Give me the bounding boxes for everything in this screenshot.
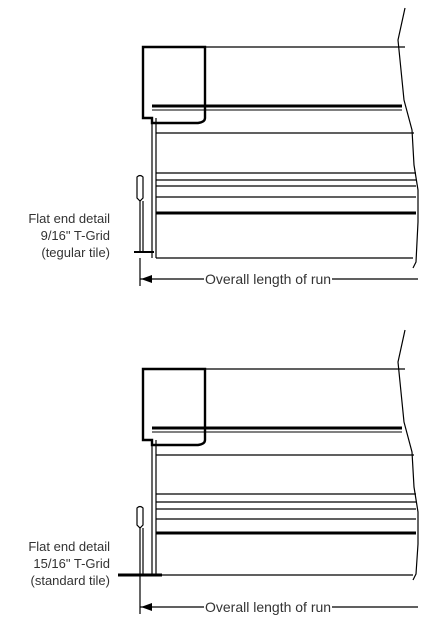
grid-size: 15/16" T-Grid — [33, 556, 110, 571]
section-drawing — [118, 329, 419, 614]
flat-end-detail-tegular: Flat end detail 9/16" T-Grid (tegular ti… — [0, 0, 430, 308]
section-drawing — [134, 7, 419, 286]
detail-title: Flat end detail — [28, 539, 110, 554]
detail-caption: Flat end detail 9/16" T-Grid (tegular ti… — [0, 210, 110, 261]
flat-end-detail-standard: Flat end detail 15/16" T-Grid (standard … — [0, 322, 430, 630]
tile-type: (standard tile) — [30, 573, 110, 588]
grid-size: 9/16" T-Grid — [40, 228, 110, 243]
tile-type: (tegular tile) — [41, 245, 110, 260]
dimension-label: Overall length of run — [204, 271, 333, 287]
detail-title: Flat end detail — [28, 211, 110, 226]
detail-caption: Flat end detail 15/16" T-Grid (standard … — [0, 538, 110, 589]
dimension-label: Overall length of run — [204, 599, 333, 615]
